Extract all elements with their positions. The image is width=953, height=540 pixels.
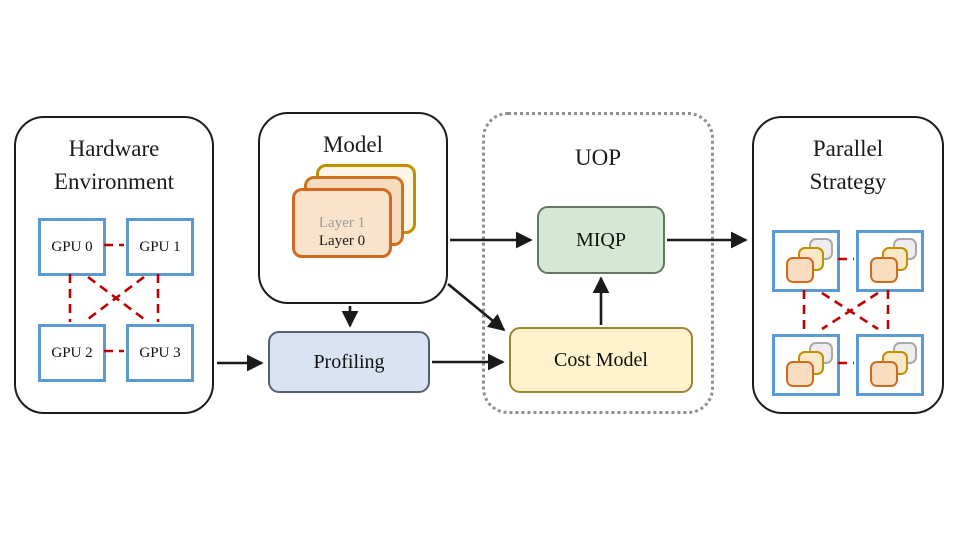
layer-1-label: Layer 1: [318, 215, 366, 231]
parallel-title-line2: Strategy: [809, 169, 887, 195]
parallel-strategy-title: Parallel Strategy: [754, 132, 942, 199]
uop-title-text: UOP: [574, 145, 621, 170]
model-title-text: Model: [322, 132, 384, 157]
uop-title: UOP: [485, 141, 711, 174]
hardware-title-line2: Environment: [53, 169, 175, 195]
model-panel: Model Layer 1 Layer 0: [258, 112, 448, 304]
layer-0-label: Layer 0: [318, 233, 366, 249]
gpu-1-node: GPU 1: [126, 218, 194, 276]
mini-layer-orange-icon: [870, 361, 898, 387]
hardware-environment-title: Hardware Environment: [16, 132, 212, 199]
mini-layer-orange-icon: [870, 257, 898, 283]
cost-model-box: Cost Model: [509, 327, 693, 393]
mini-layer-orange-icon: [786, 361, 814, 387]
strategy-node-0: [772, 230, 840, 292]
profiling-box: Profiling: [268, 331, 430, 393]
layer-0-icon: [292, 188, 392, 258]
hardware-title-line1: Hardware: [68, 136, 160, 161]
strategy-node-1: [856, 230, 924, 292]
strategy-node-2: [772, 334, 840, 396]
gpu-3-node: GPU 3: [126, 324, 194, 382]
strategy-node-3: [856, 334, 924, 396]
gpu-0-node: GPU 0: [38, 218, 106, 276]
gpu-2-node: GPU 2: [38, 324, 106, 382]
mini-layer-orange-icon: [786, 257, 814, 283]
parallel-strategy-panel: Parallel Strategy: [752, 116, 944, 414]
miqp-box: MIQP: [537, 206, 665, 274]
model-title: Model: [260, 128, 446, 161]
parallel-title-line1: Parallel: [812, 136, 884, 161]
hardware-environment-panel: Hardware Environment GPU 0 GPU 1 GPU 2 G…: [14, 116, 214, 414]
uop-panel: UOP: [482, 112, 714, 414]
